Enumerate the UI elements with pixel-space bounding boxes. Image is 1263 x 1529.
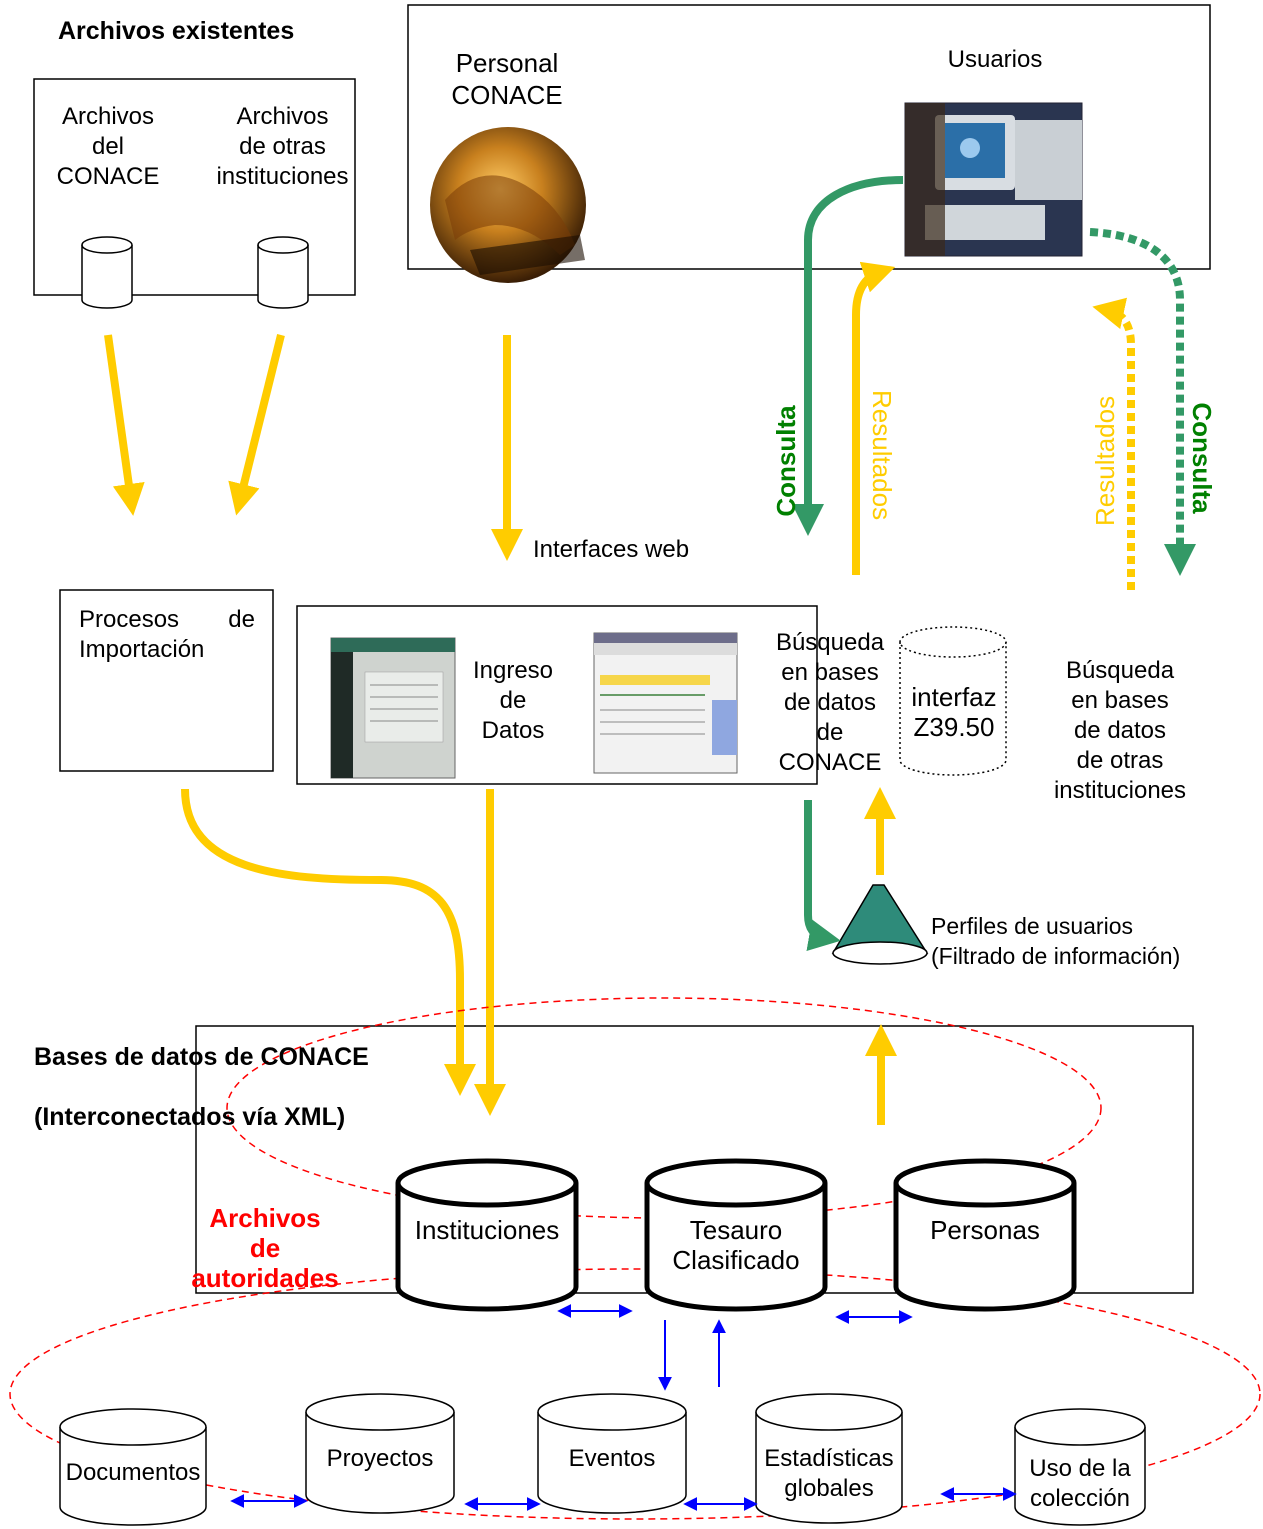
arrow-importacion-bases [181,788,476,1096]
heading-bases-line2: (Interconectados vía XML) [34,1103,346,1131]
arrow-consulta-conace [792,176,904,536]
label-estadisticas: Estadísticas globales [764,1445,894,1502]
label-resultados-conace: Resultados [867,390,897,521]
interfaces-box [296,605,818,785]
cylinder-documentos [59,1408,207,1526]
cylinder-proyectos [305,1393,455,1514]
label-busqueda-otras: Búsqueda en bases de datos de otras inst… [1053,657,1187,804]
heading-bases-line1: Bases de datos de CONACE [34,1043,369,1071]
label-interfaces-web: Interfaces web [533,536,690,563]
label-personas: Personas [930,1215,1040,1245]
arrow-archivos-otras [228,334,285,516]
personal-photo [430,127,586,283]
arrow-consulta-otras [1089,228,1196,576]
arrow-archivos-conace [104,334,145,516]
label-tesauro: Tesauro Clasificado [672,1215,800,1275]
cylinder-estadisticas [755,1393,903,1524]
heading-bases-datos: Bases de datos de CONACE (Interconectado… [34,1012,369,1162]
arrow-resultados-to-usuarios [852,261,896,340]
cylinder-personas [893,1158,1077,1312]
label-archivos-autoridades: Archivos de autoridades [191,1203,339,1293]
label-eventos: Eventos [568,1445,656,1472]
cylinder-eventos [537,1393,687,1514]
cylinder-z3950 [899,626,1007,776]
label-resultados-otras: Resultados [1090,395,1120,526]
procesos-word1: Procesos [79,606,180,633]
procesos-word3: Importación [79,636,205,663]
label-documentos: Documentos [65,1459,201,1486]
label-usuarios: Usuarios [947,46,1043,73]
label-consulta-otras: Consulta [1187,402,1217,514]
label-interfaz-z3950: interfaz Z39.50 [911,682,997,742]
label-archivos-otras: Archivos de otras instituciones [216,103,349,190]
label-busqueda-conace: Búsqueda en bases de datos de CONACE [775,629,885,776]
label-proyectos: Proyectos [326,1445,434,1472]
label-procesos-importacion: Procesos de Importación [79,605,255,725]
label-personal-conace: Personal CONACE [451,48,563,110]
label-uso-coleccion: Uso de la colección [1029,1455,1131,1512]
heading-archivos-existentes: Archivos existentes [58,17,295,45]
label-perfiles-usuarios: Perfiles de usuarios (Filtrado de inform… [931,913,1181,969]
usuarios-photo [904,102,1083,257]
arrow-resultados-otras [1092,297,1135,590]
ellipse-autoridades [9,1268,1261,1520]
ingreso-screenshot [330,637,456,779]
cylinder-archivos-otras [257,236,309,309]
archivos-box [33,78,356,296]
busqueda-screenshot [593,632,738,774]
label-instituciones: Instituciones [414,1215,560,1245]
label-archivos-conace: Archivos del CONACE [56,103,160,190]
cylinder-uso [1014,1408,1146,1526]
cylinder-tesauro [644,1158,828,1312]
importacion-box [59,589,274,772]
cylinder-instituciones [395,1158,579,1312]
label-consulta-conace: Consulta [771,405,801,517]
arrow-conace-to-funnel [804,800,841,951]
label-ingreso-datos: Ingreso de Datos [472,657,554,744]
procesos-word2: de [228,606,255,633]
cylinder-archivos-conace [81,236,133,309]
funnel-icon [831,884,929,965]
